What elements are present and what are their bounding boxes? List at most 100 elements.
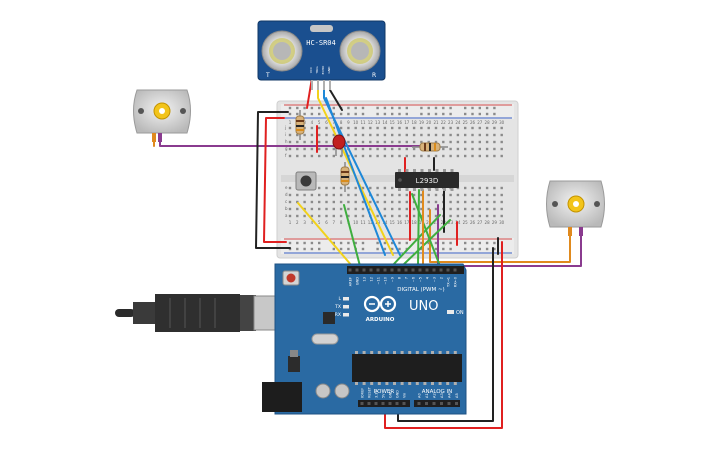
ic-pin — [398, 188, 401, 191]
rail-hole — [376, 112, 379, 116]
chip-pin — [385, 351, 389, 354]
analog-pin-holes — [417, 402, 458, 405]
breadboard-column-number: 8 — [340, 220, 343, 225]
breadboard-hole — [442, 140, 445, 144]
breadboard-hole — [412, 154, 416, 158]
ic-pin — [428, 169, 431, 172]
rail-hole — [464, 112, 467, 116]
breadboard-hole — [303, 147, 306, 151]
rail-hole — [478, 106, 481, 110]
rail-hole — [420, 112, 423, 116]
push-button[interactable] — [295, 171, 317, 191]
breadboard-hole — [412, 193, 416, 197]
breadboard-row-letter: b — [285, 206, 288, 211]
analog-pin-hole — [440, 402, 443, 405]
breadboard-hole — [318, 186, 321, 190]
breadboard-hole — [500, 154, 503, 158]
breadboard-column-number: 14 — [382, 120, 388, 125]
breadboard-hole — [376, 214, 379, 218]
breadboard-hole — [369, 126, 372, 130]
breadboard-hole — [464, 154, 467, 158]
ic-pin — [420, 169, 424, 172]
breadboard-hole — [347, 200, 350, 204]
breadboard-hole — [493, 133, 496, 137]
digital-pin-label: TX→1 — [447, 277, 451, 288]
chip-pin — [446, 351, 450, 354]
wire-power-5v-red — [384, 241, 503, 429]
breadboard-hole — [427, 200, 430, 204]
sensor-model: HC-SR04 — [306, 39, 336, 47]
breadboard-hole — [339, 214, 343, 218]
breadboard-hole — [471, 214, 474, 218]
breadboard-hole — [318, 140, 321, 144]
breadboard-hole — [318, 193, 321, 197]
breadboard-row-letter: g — [285, 146, 288, 151]
rail-hole — [310, 106, 314, 110]
breadboard-column-number: 15 — [390, 120, 396, 125]
breadboard-hole — [339, 154, 343, 158]
breadboard-hole — [361, 214, 365, 218]
breadboard-hole — [500, 214, 503, 218]
chip-pin — [393, 351, 396, 354]
rail-hole — [493, 106, 496, 110]
breadboard-hole — [412, 214, 416, 218]
wire-rail-red-left — [263, 117, 287, 243]
sensor-pin — [311, 80, 313, 90]
ic-pins — [398, 169, 454, 191]
breadboard-column-number: 10 — [353, 120, 359, 125]
breadboard-hole — [332, 147, 335, 151]
breadboard-hole — [456, 207, 460, 211]
power-pin-label: GND — [396, 390, 400, 398]
rail-hole — [398, 241, 401, 245]
breadboard-hole — [449, 207, 452, 211]
chip-pin — [362, 351, 366, 354]
breadboard-hole — [303, 214, 306, 218]
rail-hole — [318, 112, 321, 116]
rail-hole — [471, 112, 474, 116]
power-pin-hole — [367, 402, 371, 405]
breadboard-hole — [383, 186, 387, 190]
rail-hole — [420, 106, 423, 110]
rail-hole — [434, 241, 438, 245]
on-led — [447, 310, 454, 314]
breadboard-hole — [405, 193, 408, 197]
power-pin-label: RESET — [368, 386, 372, 398]
breadboard-hole — [398, 147, 401, 151]
digital-pin-hole — [376, 268, 380, 272]
breadboard-hole — [325, 207, 328, 211]
breadboard-hole — [442, 126, 445, 130]
status-led — [343, 305, 349, 309]
breadboard-hole — [500, 186, 503, 190]
breadboard-hole — [288, 126, 292, 130]
breadboard-column-number: 28 — [485, 220, 491, 225]
breadboard-hole — [383, 147, 387, 151]
ic-pin — [443, 188, 446, 191]
rail-hole — [391, 241, 394, 245]
breadboard-column-number: 18 — [412, 120, 418, 125]
breadboard-hole — [478, 186, 481, 190]
breadboard-hole — [478, 214, 481, 218]
breadboard-hole — [493, 154, 496, 158]
breadboard-column-number: 27 — [477, 120, 483, 125]
breadboard-hole — [456, 214, 460, 218]
sensor-pin — [329, 80, 331, 90]
ic-pin — [413, 188, 416, 191]
breadboard-hole — [288, 133, 292, 137]
breadboard-hole — [449, 154, 452, 158]
digital-pin-label: 2 — [440, 277, 444, 279]
breadboard-hole — [325, 200, 328, 204]
breadboard-hole — [500, 200, 503, 204]
digital-pin-label: RX←0 — [454, 276, 458, 287]
breadboard-hole — [369, 154, 372, 158]
rail-hole — [318, 106, 321, 110]
breadboard-hole — [478, 154, 481, 158]
power-header-label: POWER — [374, 389, 395, 395]
breadboard-hole — [398, 193, 401, 197]
analog-pin-hole — [447, 402, 451, 405]
breadboard-hole — [485, 140, 489, 144]
digital-pin-hole — [453, 268, 457, 272]
breadboard-hole — [420, 154, 423, 158]
digital-pin-label: 13 — [363, 277, 367, 282]
